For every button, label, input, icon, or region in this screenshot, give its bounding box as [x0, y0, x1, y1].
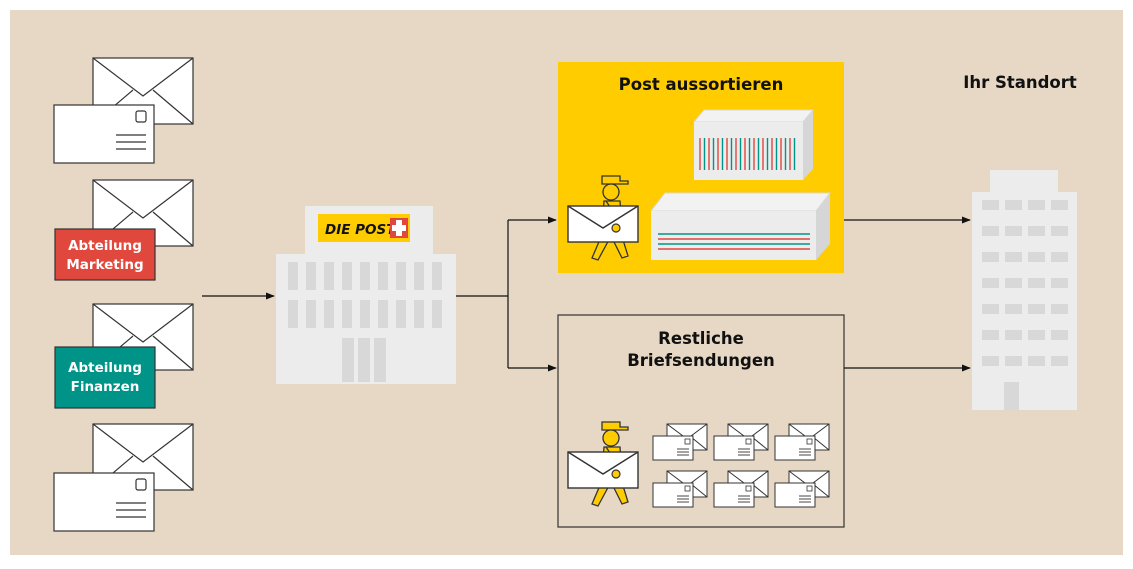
- finance-label-line1: Abteilung: [68, 360, 142, 376]
- window: [306, 262, 316, 290]
- window: [982, 330, 999, 340]
- window: [288, 262, 298, 290]
- finance-label-box: [54, 346, 156, 409]
- window: [414, 262, 424, 290]
- post-logo: DIE POST: [318, 214, 410, 242]
- window: [432, 262, 442, 290]
- window: [396, 262, 406, 290]
- window: [358, 338, 370, 382]
- window: [1028, 330, 1045, 340]
- remaining-box-title-line2: Briefsendungen: [627, 351, 775, 370]
- remaining-box-title-line1: Restliche: [658, 329, 744, 348]
- window: [1005, 356, 1022, 366]
- window: [1005, 226, 1022, 236]
- window: [1028, 356, 1045, 366]
- sorting-box-title: Post aussortieren: [619, 75, 784, 94]
- window: [324, 262, 334, 290]
- sorting-machine-lower: [649, 192, 832, 260]
- post-logo-text: DIE POST: [325, 222, 397, 238]
- window: [374, 338, 386, 382]
- destination-building: [972, 170, 1077, 410]
- window: [982, 304, 999, 314]
- window: [1051, 330, 1068, 340]
- window: [432, 300, 442, 328]
- barcode-stripes: [699, 138, 796, 170]
- window: [288, 300, 298, 328]
- window: [1051, 356, 1068, 366]
- window: [378, 262, 388, 290]
- window: [1005, 252, 1022, 262]
- destination-title: Ihr Standort: [963, 73, 1077, 92]
- envelope-stack-finance: Abteilung Finanzen: [54, 303, 194, 409]
- window: [982, 356, 999, 366]
- window: [342, 300, 352, 328]
- split-arrows: [456, 216, 557, 372]
- window: [1051, 252, 1068, 262]
- window: [414, 300, 424, 328]
- window: [1005, 200, 1022, 210]
- window: [1028, 304, 1045, 314]
- marketing-label-line2: Marketing: [66, 257, 143, 273]
- window: [342, 262, 352, 290]
- window: [982, 252, 999, 262]
- remaining-box: Restliche Briefsendungen: [557, 314, 845, 528]
- window: [1051, 278, 1068, 288]
- destination-windows: [982, 200, 1068, 366]
- window: [378, 300, 388, 328]
- window: [306, 300, 316, 328]
- window: [1005, 304, 1022, 314]
- window: [1051, 226, 1068, 236]
- window: [396, 300, 406, 328]
- window: [1005, 330, 1022, 340]
- window: [1028, 200, 1045, 210]
- post-office-windows: [288, 262, 442, 382]
- post-office-building: DIE POST: [276, 206, 456, 384]
- window: [1005, 278, 1022, 288]
- marketing-label-box: [54, 228, 156, 281]
- marketing-label-line1: Abteilung: [68, 238, 142, 254]
- envelope-stack-marketing: Abteilung Marketing: [54, 179, 194, 281]
- finance-label-line2: Finanzen: [71, 379, 140, 395]
- window: [1028, 278, 1045, 288]
- window: [1051, 304, 1068, 314]
- window: [1051, 200, 1068, 210]
- window: [982, 278, 999, 288]
- sorting-box: Post aussortieren: [558, 62, 844, 273]
- window: [324, 300, 334, 328]
- window: [342, 338, 354, 382]
- window: [1028, 252, 1045, 262]
- window: [1028, 226, 1045, 236]
- conveyor-lines: [658, 233, 810, 250]
- swiss-cross-icon: [390, 218, 408, 238]
- window: [982, 200, 999, 210]
- window: [360, 262, 370, 290]
- window: [360, 300, 370, 328]
- window: [982, 226, 999, 236]
- sorting-machine-upper: [692, 109, 815, 180]
